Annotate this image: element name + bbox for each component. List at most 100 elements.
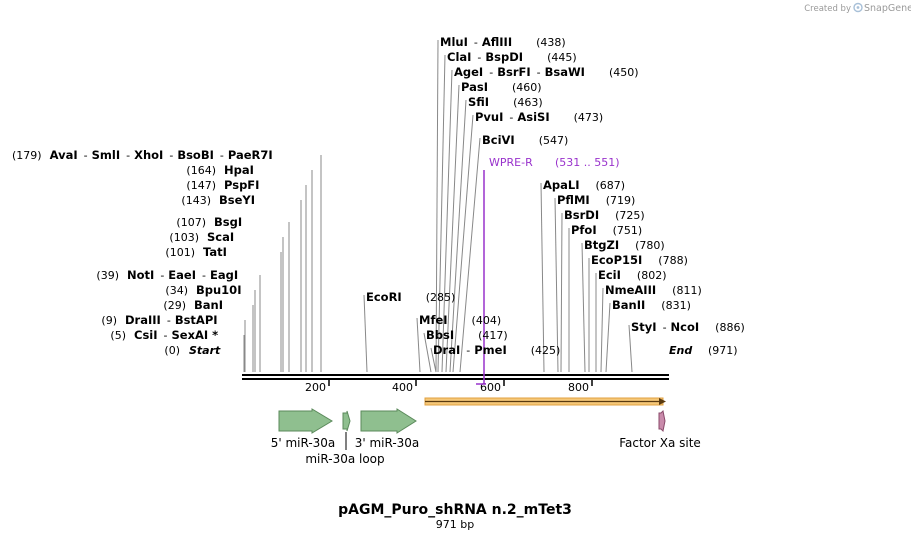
enzyme-eaei: EaeI <box>168 268 196 282</box>
site-position: (107) <box>176 216 206 229</box>
name-separator: - <box>220 149 224 162</box>
tick-label: 800 <box>568 381 589 394</box>
feature-3-mir-30a[interactable] <box>360 408 417 434</box>
site-connector <box>540 182 545 373</box>
site-position: (179) <box>12 149 42 162</box>
tick-label: 600 <box>480 381 501 394</box>
site-position: (831) <box>661 299 691 312</box>
feature-label: 3' miR-30a <box>355 436 420 450</box>
start-position: (0) <box>164 344 180 357</box>
map-length: 971 bp <box>436 518 474 531</box>
site-position: (445) <box>547 51 577 64</box>
site-position: (780) <box>635 239 665 252</box>
name-separator: - <box>663 321 667 334</box>
site-connectors <box>243 39 633 373</box>
end-position: (971) <box>708 344 738 357</box>
name-separator: - <box>167 314 171 327</box>
site-connector <box>445 84 460 373</box>
enzyme-ncoi: NcoI <box>671 320 700 334</box>
enzyme-pflmi: PflMI <box>557 193 590 207</box>
enzyme-bsgi: BsgI <box>214 215 242 229</box>
enzyme-sexai: SexAI * <box>172 328 219 342</box>
feature-5-mir-30a[interactable] <box>278 408 333 434</box>
name-separator: - <box>537 66 541 79</box>
site-position: (450) <box>609 66 639 79</box>
site-position: (147) <box>186 179 216 192</box>
enzyme-pspfi: PspFI <box>224 178 259 192</box>
site-position: (425) <box>531 344 561 357</box>
enzyme-paer7i: PaeR7I <box>228 148 273 162</box>
site-connector <box>430 347 437 373</box>
site-position: (811) <box>672 284 702 297</box>
site-position: (143) <box>181 194 211 207</box>
end-label: End <box>669 344 692 357</box>
site-position: (473) <box>574 111 604 124</box>
name-separator: - <box>202 269 206 282</box>
site-position: (101) <box>165 246 195 259</box>
ruler-ticks: 200 400 600 800 <box>305 380 593 394</box>
enzyme-tati: TatI <box>203 245 227 259</box>
primer-range: (531 .. 551) <box>555 156 620 169</box>
enzyme-bsawi: BsaWI <box>545 65 585 79</box>
site-connector <box>363 294 368 373</box>
enzyme-bspdi: BspDI <box>485 50 523 64</box>
enzyme-noti: NotI <box>127 268 154 282</box>
name-separator: - <box>466 344 470 357</box>
enzyme-bseyi: BseYI <box>219 193 255 207</box>
enzyme-hpai: HpaI <box>224 163 254 177</box>
site-position: (788) <box>658 254 688 267</box>
credit-created-by: Created by <box>804 4 851 14</box>
site-connector <box>441 69 453 373</box>
site-position: (5) <box>110 329 126 342</box>
name-separator: - <box>126 149 130 162</box>
enzyme-smli: SmlI <box>92 148 121 162</box>
feature-label: 5' miR-30a <box>271 436 336 450</box>
name-separator: - <box>160 269 164 282</box>
feature-label: Factor Xa site <box>619 436 701 450</box>
site-connector <box>416 317 421 373</box>
enzyme-asisi: AsiSI <box>517 110 549 124</box>
enzyme-xhoi: XhoI <box>134 148 163 162</box>
enzyme-pfoi: PfoI <box>571 223 597 237</box>
enzyme-draiii: DraIII <box>125 313 161 327</box>
enzyme-bstapi: BstAPI <box>175 313 218 327</box>
site-connector <box>605 302 611 373</box>
site-labels: (179)AvaI-SmlI-XhoI-BsoBI-PaeR7I(164)Hpa… <box>12 35 745 357</box>
name-separator: - <box>169 149 173 162</box>
feature-label: miR-30a loop <box>305 452 384 466</box>
feature-factor-xa-site[interactable] <box>658 409 666 433</box>
enzyme-drai: DraI <box>433 343 460 357</box>
site-position: (103) <box>169 231 199 244</box>
enzyme-bsrdi: BsrDI <box>564 208 599 222</box>
site-position: (751) <box>613 224 643 237</box>
snapgene-logo-icon <box>853 2 863 13</box>
orange-feature-bar[interactable] <box>424 397 666 406</box>
primer-wpre-r[interactable]: WPRE-R (531 .. 551) <box>476 156 620 385</box>
enzyme-clai: ClaI <box>447 50 471 64</box>
enzyme-eagi: EagI <box>210 268 238 282</box>
name-separator: - <box>164 329 168 342</box>
enzyme-mfei: MfeI <box>419 313 448 327</box>
site-connector <box>459 137 481 373</box>
enzyme-ecop15i: EcoP15I <box>591 253 642 267</box>
name-separator: - <box>474 36 478 49</box>
enzyme-bsrfi: BsrFI <box>497 65 530 79</box>
site-connector <box>554 197 559 373</box>
site-position: (29) <box>163 299 186 312</box>
name-separator: - <box>509 111 513 124</box>
site-position: (417) <box>478 329 508 342</box>
site-position: (725) <box>615 209 645 222</box>
site-connector <box>449 99 467 373</box>
site-position: (438) <box>536 36 566 49</box>
site-connector <box>628 324 633 373</box>
enzyme-pmei: PmeI <box>474 343 507 357</box>
enzyme-csii: CsiI <box>134 328 158 342</box>
enzyme-apali: ApaLI <box>543 178 580 192</box>
enzyme-bani: BanI <box>194 298 223 312</box>
feature-mir-30a-loop[interactable] <box>342 410 351 432</box>
enzyme-sfii: SfiI <box>468 95 489 109</box>
tick-label: 400 <box>392 381 413 394</box>
site-connector <box>452 114 474 373</box>
site-position: (719) <box>606 194 636 207</box>
